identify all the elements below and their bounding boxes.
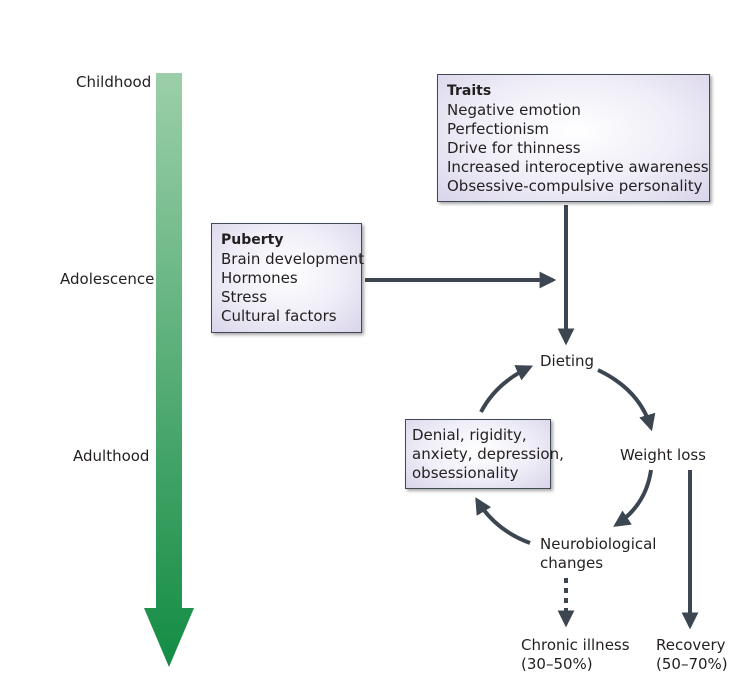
node-neurobiological-changes: Neurobiological changes — [540, 535, 656, 573]
outcome-chronic-illness: Chronic illness (30–50%) — [521, 636, 630, 674]
dieting-to-weightloss-arrow — [597, 368, 656, 432]
node-weight-loss: Weight loss — [620, 446, 707, 464]
recovery-percent: (50–70%) — [656, 655, 728, 673]
recovery-label: Recovery — [656, 636, 726, 654]
denial-item: Denial, rigidity, — [412, 426, 527, 444]
denial-box: Denial, rigidity, anxiety, depression, o… — [405, 419, 564, 489]
stage-adulthood: Adulthood — [73, 447, 150, 465]
traits-title: Traits — [447, 83, 492, 99]
stage-adolescence: Adolescence — [60, 270, 155, 288]
node-neuro-line1: Neurobiological — [540, 535, 657, 553]
denial-item: obsessionality — [412, 464, 519, 482]
traits-item: Increased interoceptive awareness — [447, 158, 709, 176]
node-dieting: Dieting — [540, 352, 595, 370]
outcome-recovery: Recovery (50–70%) — [656, 636, 728, 674]
traits-item: Drive for thinness — [447, 139, 581, 157]
neuro-to-denial-arrow — [475, 497, 531, 545]
weightloss-to-neuro-arrow — [613, 469, 653, 527]
denial-item: anxiety, depression, — [412, 445, 564, 463]
traits-box: Traits Negative emotion Perfectionism Dr… — [437, 74, 710, 202]
denial-to-dieting-arrow — [479, 365, 534, 413]
node-neuro-line2: changes — [540, 554, 604, 572]
puberty-item: Stress — [221, 288, 268, 306]
timeline-arrow — [144, 73, 194, 667]
traits-item: Obsessive-compulsive personality — [447, 177, 703, 195]
puberty-box: Puberty Brain development Hormones Stres… — [211, 223, 365, 333]
puberty-item: Cultural factors — [221, 307, 337, 325]
chronic-label: Chronic illness — [521, 636, 630, 654]
stage-childhood: Childhood — [76, 73, 152, 91]
puberty-item: Brain development — [221, 250, 365, 268]
traits-item: Negative emotion — [447, 101, 581, 119]
puberty-item: Hormones — [221, 269, 298, 287]
traits-item: Perfectionism — [447, 120, 549, 138]
chronic-percent: (30–50%) — [521, 655, 593, 673]
puberty-title: Puberty — [221, 232, 284, 248]
